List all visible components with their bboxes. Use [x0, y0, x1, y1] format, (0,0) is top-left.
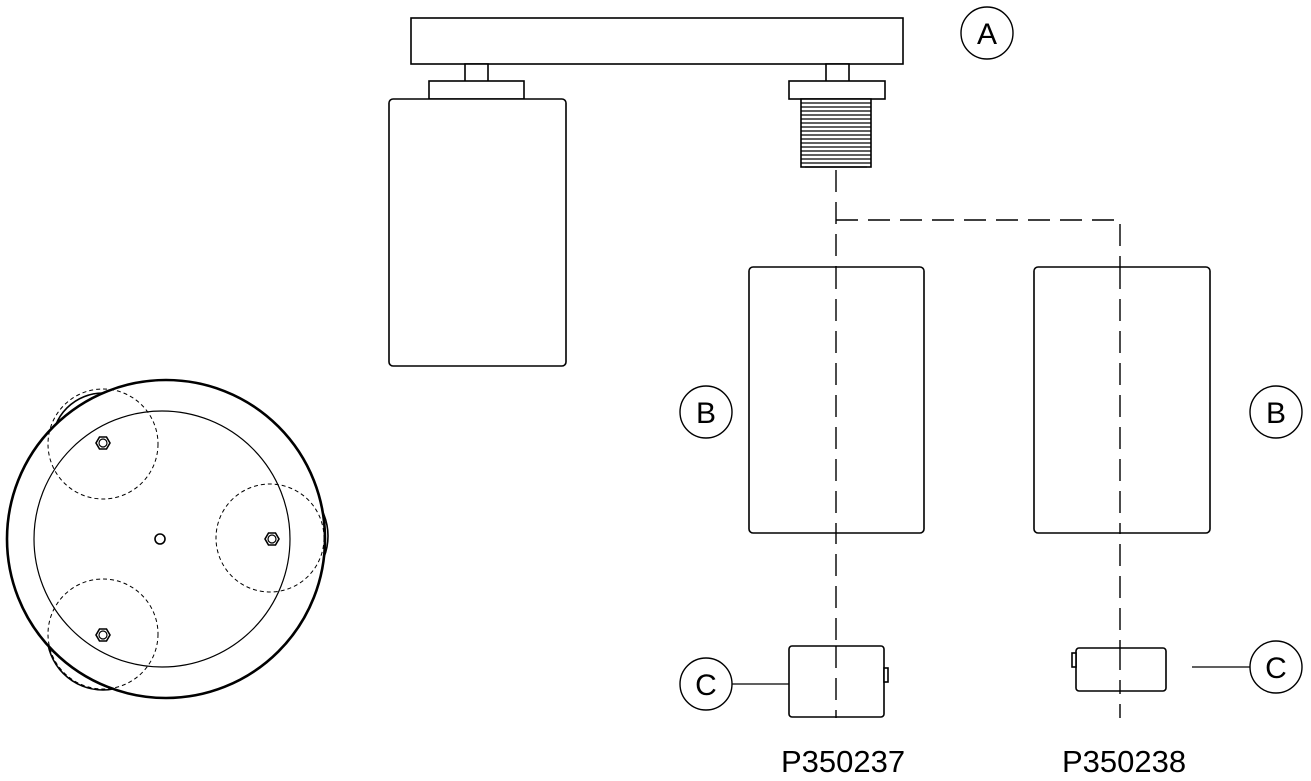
threaded-nipple — [800, 98, 872, 168]
callout-b-right: B — [1249, 385, 1303, 439]
footprint-top — [47, 388, 159, 500]
cap-left — [788, 645, 889, 718]
callout-c-right-label: C — [1265, 652, 1287, 685]
callout-a-label: A — [977, 18, 997, 51]
cap-right — [1071, 647, 1167, 692]
outer-ring — [5, 378, 327, 700]
hex-bolt-right — [264, 532, 280, 546]
filter-left — [748, 266, 925, 534]
callout-a: A — [960, 6, 1014, 60]
callout-b-left: B — [679, 385, 733, 439]
callout-b-left-label: B — [696, 397, 716, 430]
callout-c-left: C — [679, 657, 789, 711]
inner-ring — [33, 410, 291, 668]
callout-b-right-label: B — [1266, 397, 1286, 430]
left-stem — [464, 63, 489, 83]
footprint-bottom — [47, 578, 159, 690]
part-number-right: P350238 — [1062, 744, 1186, 779]
right-stem — [825, 63, 850, 83]
left-nut — [428, 80, 525, 100]
center-hole — [154, 533, 166, 545]
footprint-right — [215, 483, 325, 593]
bottom-view — [5, 378, 329, 700]
hex-bolt-top — [95, 436, 111, 450]
callout-c-right: C — [1192, 640, 1303, 694]
part-number-left: P350237 — [781, 744, 905, 779]
mounting-head — [410, 17, 904, 65]
installed-filter — [388, 98, 567, 367]
hex-bolt-bottom — [95, 628, 111, 642]
right-nut — [788, 80, 886, 100]
callout-c-left-label: C — [695, 669, 717, 702]
filter-right — [1033, 266, 1211, 534]
head-assembly — [388, 17, 904, 367]
